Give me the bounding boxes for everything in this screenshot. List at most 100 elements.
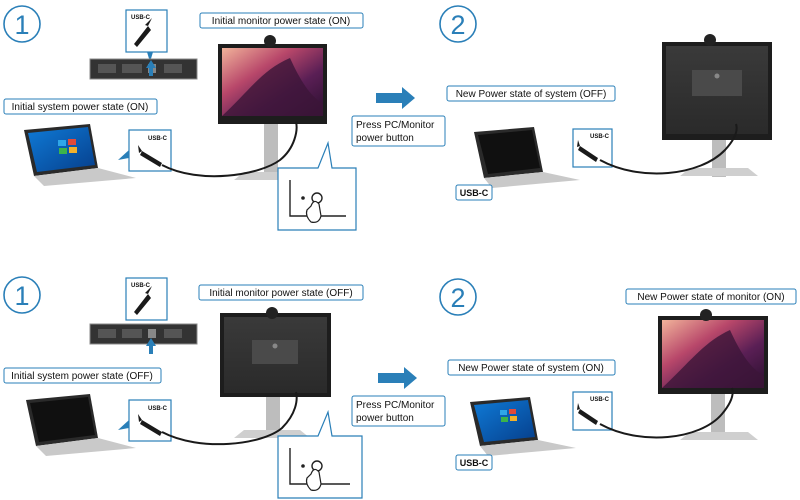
laptop-screen-off (478, 130, 540, 174)
monitor-base (680, 168, 758, 176)
port-icon (148, 329, 156, 338)
monitor-stand (711, 386, 725, 436)
dock-usbc-callout: USB-C (125, 9, 168, 62)
led-icon (301, 464, 305, 468)
right-arrow-icon (378, 367, 417, 389)
usbc-port-text: USB-C (460, 188, 489, 198)
usbc-label: USB-C (131, 283, 151, 289)
monitor-on (218, 35, 327, 180)
dell-logo-icon (272, 343, 278, 349)
monitor-off (220, 307, 331, 438)
laptop-on (470, 397, 576, 456)
usbc-plug-icon (134, 286, 152, 315)
webcam-icon (264, 35, 276, 47)
monitor-stand (264, 117, 278, 179)
tile (68, 139, 76, 145)
webcam-icon (704, 34, 716, 46)
press-line-2: power button (356, 413, 414, 424)
step-1-number: 1 (14, 10, 29, 40)
usbc-plug-icon (577, 403, 598, 425)
right-usbc-callout: USB-C (572, 128, 613, 168)
pc-rear-panel (89, 323, 198, 354)
usbc-label: USB-C (148, 406, 168, 412)
callout-pointer (147, 52, 153, 62)
laptop-on (24, 124, 136, 186)
laptop-off (474, 127, 580, 188)
power-button-callout (277, 409, 363, 499)
callout-pointer (118, 420, 129, 430)
tile (501, 417, 508, 422)
laptop-port-usbc-label: USB-C (455, 184, 493, 201)
top-scenario: 1 USB-C Initial monitor power state (ON) (3, 5, 772, 231)
laptop-usbc-callout: USB-C (118, 399, 172, 442)
webcam-icon (266, 307, 278, 319)
usbc-plug-icon (138, 414, 162, 436)
webcam-icon (700, 309, 712, 321)
system-new-label: New Power state of system (OFF) (446, 85, 616, 102)
monitor-on (658, 309, 768, 440)
up-arrow-icon (146, 60, 156, 76)
press-line-1: Press PC/Monitor (356, 120, 435, 131)
usbc-label: USB-C (590, 134, 610, 140)
tile (69, 147, 77, 153)
tile (510, 416, 517, 421)
step-1-circle (3, 5, 41, 43)
port-icon (122, 64, 142, 73)
led-icon (301, 196, 305, 200)
usbc-label: USB-C (131, 15, 151, 21)
wallpaper-shape (222, 58, 323, 116)
callout-pointer (118, 150, 129, 160)
wallpaper-shape (662, 330, 764, 388)
port-icon (98, 329, 116, 338)
press-line-2: power button (356, 133, 414, 144)
press-label: Press PC/Monitor power button (351, 395, 446, 427)
port-icon (164, 64, 182, 73)
press-line-1: Press PC/Monitor (356, 400, 435, 411)
tile (59, 148, 67, 154)
usbc-callout-box (125, 9, 168, 53)
hand-press-icon (305, 200, 322, 223)
monitor-new-label: New Power state of monitor (ON) (625, 288, 797, 305)
up-arrow-icon (146, 338, 156, 354)
bottom-scenario: 1 USB-C Initial monitor power state (OFF… (3, 276, 797, 499)
port-icon (122, 329, 142, 338)
pc-rear-panel (89, 58, 198, 80)
usbc-cable (599, 123, 738, 175)
system-new-label: New Power state of system (ON) (447, 359, 616, 376)
laptop-off (26, 394, 136, 456)
step-2-badge: 2 (439, 5, 477, 43)
system-initial-label: Initial system power state (ON) (3, 98, 158, 115)
step-1-badge: 1 (3, 276, 41, 314)
tile (509, 409, 516, 414)
laptop-screen-off (30, 397, 95, 442)
system-new-text: New Power state of system (OFF) (456, 89, 607, 100)
monitor-off (662, 34, 772, 177)
usbc-plug-icon (134, 18, 152, 47)
dell-logo-icon (714, 73, 720, 79)
monitor-initial-text: Initial monitor power state (ON) (212, 16, 350, 27)
monitor-base (680, 432, 758, 440)
right-usbc-callout: USB-C (572, 391, 613, 431)
power-button-callout (277, 140, 357, 231)
tile (58, 140, 66, 146)
monitor-corner (289, 448, 350, 485)
step-2-number: 2 (450, 10, 465, 40)
monitor-new-text: New Power state of monitor (ON) (637, 292, 784, 303)
usbc-port-text: USB-C (460, 458, 489, 468)
callout-box (277, 140, 357, 231)
usbc-cable (161, 121, 298, 178)
monitor-corner (289, 180, 346, 217)
laptop-usbc-callout: USB-C (118, 129, 172, 172)
press-label: Press PC/Monitor power button (351, 115, 446, 147)
hand-press-icon (305, 468, 322, 491)
step-2-number: 2 (450, 283, 465, 313)
system-new-text: New Power state of system (ON) (458, 363, 604, 374)
monitor-initial-label: Initial monitor power state (OFF) (198, 284, 364, 301)
tile (500, 410, 507, 415)
laptop-port-usbc-label: USB-C (455, 454, 493, 471)
monitor-initial-text: Initial monitor power state (OFF) (209, 288, 352, 299)
monitor-initial-label: Initial monitor power state (ON) (199, 12, 364, 29)
laptop-base (34, 168, 136, 186)
port-icon (98, 64, 116, 73)
